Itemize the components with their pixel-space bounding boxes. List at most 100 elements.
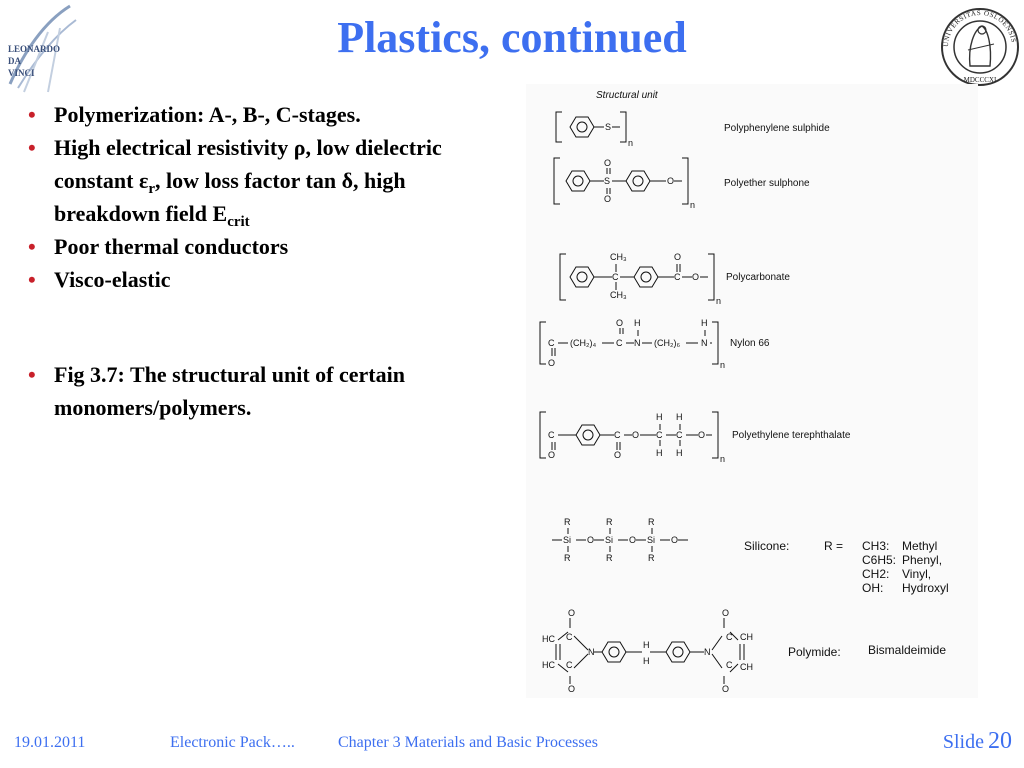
svg-text:H: H [676, 412, 683, 422]
svg-text:O: O [698, 430, 705, 440]
svg-text:HC: HC [542, 634, 555, 644]
svg-text:H: H [701, 318, 708, 328]
svg-text:H: H [656, 448, 663, 458]
svg-text:S: S [605, 122, 611, 132]
svg-text:C: C [726, 632, 733, 642]
svg-text:MDCCCXI: MDCCCXI [964, 76, 997, 84]
svg-text:Si: Si [563, 535, 571, 545]
svg-text:N: N [588, 647, 595, 657]
svg-text:R: R [564, 517, 571, 527]
epsilon-symbol: ε [138, 168, 149, 193]
svg-text:R: R [606, 517, 613, 527]
svg-text:Vinyl,: Vinyl, [902, 567, 931, 581]
svg-text:N: N [634, 338, 641, 348]
svg-text:O: O [722, 608, 729, 618]
svg-text:n: n [720, 360, 725, 370]
svg-text:Si: Si [605, 535, 613, 545]
polymer-structure-figure: Structural unit S n Polyphenylene sulphi… [526, 84, 978, 698]
svg-text:C: C [726, 660, 733, 670]
bullet-visco-elastic: •Visco-elastic [28, 267, 171, 292]
svg-text:S: S [604, 176, 610, 186]
bullet-electrical-properties: •High electrical resistivity ρ, low diel… [28, 135, 442, 230]
svg-text:DA: DA [8, 56, 21, 66]
svg-text:n: n [690, 200, 695, 210]
svg-text:R: R [648, 553, 655, 563]
label-polymide: Polymide: [788, 645, 841, 659]
svg-text:C: C [566, 660, 573, 670]
footer-chapter: Chapter 3 Materials and Basic Processes [338, 734, 598, 751]
figure-header: Structural unit [596, 90, 659, 101]
svg-text:O: O [616, 318, 623, 328]
structure-polyphenylene-sulphide [555, 111, 627, 143]
svg-text:O: O [614, 450, 621, 460]
silicone-r-equals: R = [824, 539, 843, 553]
svg-text:O: O [548, 450, 555, 460]
svg-text:O: O [568, 684, 575, 694]
svg-text:C: C [674, 272, 681, 282]
bullet-polymerization: •Polymerization: A-, B-, C-stages. [28, 102, 361, 127]
svg-text:CH₃: CH₃ [610, 252, 627, 262]
bullet-thermal: •Poor thermal conductors [28, 234, 289, 259]
svg-text:Methyl: Methyl [902, 539, 937, 553]
label-silicone: Silicone: [744, 539, 789, 553]
svg-text:CH: CH [740, 632, 753, 642]
svg-text:R: R [648, 517, 655, 527]
svg-text:(CH₂)₆: (CH₂)₆ [654, 338, 680, 348]
svg-text:n: n [720, 454, 725, 464]
svg-text:N: N [701, 338, 708, 348]
structure-polycarbonate [559, 253, 715, 301]
svg-text:R: R [564, 553, 571, 563]
svg-text:Si: Si [647, 535, 655, 545]
svg-text:C: C [548, 338, 555, 348]
label-nylon-66: Nylon 66 [730, 338, 770, 349]
svg-text:H: H [643, 656, 650, 666]
svg-text:O: O [671, 535, 678, 545]
svg-text:O: O [722, 684, 729, 694]
svg-text:C6H5:: C6H5: [862, 553, 896, 567]
svg-text:O: O [568, 608, 575, 618]
bullet-list: •Polymerization: A-, B-, C-stages. •High… [28, 98, 468, 424]
svg-text:C: C [566, 632, 573, 642]
svg-text:O: O [604, 158, 611, 168]
rho-symbol: ρ [293, 135, 306, 160]
svg-text:(CH₂)₄: (CH₂)₄ [570, 338, 596, 348]
svg-text:O: O [548, 358, 555, 368]
svg-text:C: C [614, 430, 621, 440]
university-seal-logo: UNIVERSITAS OSLOENSIS MDCCCXI [941, 8, 1019, 86]
structure-bismaldeimide [555, 618, 745, 684]
svg-text:N: N [704, 647, 711, 657]
svg-text:C: C [616, 338, 623, 348]
svg-text:OH:: OH: [862, 581, 883, 595]
svg-text:C: C [612, 272, 619, 282]
svg-text:LEONARDO: LEONARDO [8, 44, 60, 54]
delta-symbol: δ [341, 168, 354, 193]
bullet-figure-caption: •Fig 3.7: The structural unit of certain… [28, 362, 405, 420]
svg-text:H: H [676, 448, 683, 458]
svg-text:HC: HC [542, 660, 555, 670]
label-polyphenylene-sulphide: Polyphenylene sulphide [724, 123, 830, 134]
footer-course: Electronic Pack….. [170, 734, 295, 751]
svg-text:O: O [587, 535, 594, 545]
structure-polyethylene-terephthalate [539, 411, 719, 459]
svg-text:Hydroxyl: Hydroxyl [902, 581, 949, 595]
svg-text:C: C [548, 430, 555, 440]
svg-text:Phenyl,: Phenyl, [902, 553, 942, 567]
label-polyether-sulphone: Polyether sulphone [724, 178, 810, 189]
svg-text:CH₃: CH₃ [610, 290, 627, 300]
svg-text:O: O [632, 430, 639, 440]
svg-text:CH2:: CH2: [862, 567, 889, 581]
svg-text:H: H [643, 640, 650, 650]
label-polyethylene-terephthalate: Polyethylene terephthalate [732, 430, 851, 441]
svg-text:O: O [667, 176, 674, 186]
svg-text:O: O [674, 252, 681, 262]
svg-text:VINCI: VINCI [8, 68, 35, 78]
label-polycarbonate: Polycarbonate [726, 272, 790, 283]
svg-text:C: C [676, 430, 683, 440]
svg-text:CH3:: CH3: [862, 539, 889, 553]
svg-text:O: O [604, 194, 611, 204]
svg-text:H: H [656, 412, 663, 422]
structure-polyether-sulphone [553, 157, 689, 205]
svg-text:n: n [716, 296, 721, 306]
svg-text:CH: CH [740, 662, 753, 672]
slide-number: Slide 20 [942, 728, 1012, 754]
